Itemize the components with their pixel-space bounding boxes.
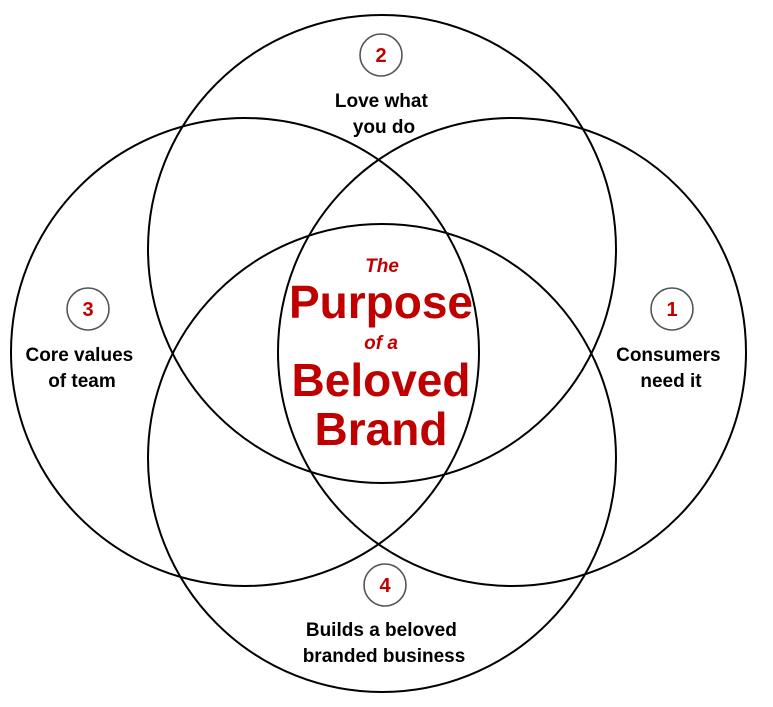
- label-core-line-1: Core values: [25, 345, 133, 366]
- center-purpose: Purpose: [289, 276, 473, 328]
- badge-2-number: 2: [375, 45, 386, 67]
- label-business-line-2: branded business: [303, 646, 466, 667]
- label-consumers-line-2: need it: [640, 371, 702, 392]
- center-brand: Brand: [315, 403, 448, 455]
- badge-4-number: 4: [379, 575, 391, 597]
- label-consumers-line-1: Consumers: [616, 345, 721, 366]
- badge-3: 3: [66, 287, 110, 331]
- badge-2: 2: [359, 33, 403, 77]
- center-of-a: of a: [364, 333, 398, 354]
- label-love-line-2: you do: [353, 117, 415, 138]
- label-business-line-1: Builds a beloved: [306, 620, 457, 641]
- label-love-what-you-do: Love what you do: [335, 91, 433, 138]
- label-core-line-2: of team: [48, 371, 116, 392]
- center-beloved: Beloved: [292, 354, 471, 406]
- label-consumers-need-it: Consumers need it: [616, 345, 726, 392]
- label-core-values: Core values of team: [25, 345, 138, 392]
- center-the: The: [365, 256, 399, 277]
- ring-consumers-need-it: [277, 117, 747, 587]
- label-beloved-business: Builds a beloved branded business: [303, 620, 466, 667]
- badge-1-number: 1: [666, 299, 677, 321]
- ring-love-what-you-do: [147, 14, 617, 484]
- badge-3-number: 3: [82, 299, 93, 321]
- badge-4: 4: [363, 563, 407, 607]
- ring-core-values: [10, 117, 480, 587]
- badge-1: 1: [650, 287, 694, 331]
- ring-beloved-business: [147, 223, 617, 693]
- label-love-line-1: Love what: [335, 91, 429, 112]
